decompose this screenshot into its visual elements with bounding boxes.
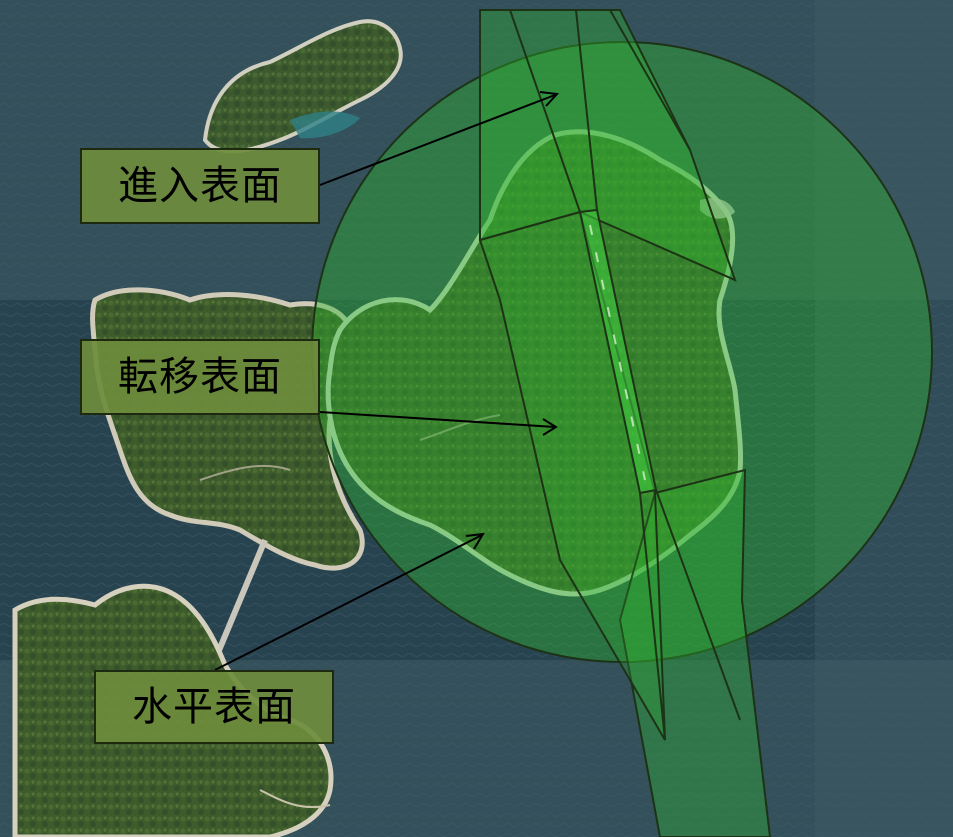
transition-leader-line <box>319 411 556 428</box>
approach-arrowhead <box>539 91 560 107</box>
bridge <box>212 538 268 662</box>
surface-edge-line-2 <box>575 9 598 211</box>
surface-edge-line-1 <box>509 9 581 213</box>
approach-leader-line <box>319 94 556 186</box>
horizontal-surface-label: 水平表面 <box>94 670 334 744</box>
leader-arrows <box>214 91 560 671</box>
north-islet <box>202 19 403 154</box>
surface-edge-line-4 <box>655 489 741 721</box>
horizontal-arrowhead <box>465 532 485 550</box>
transition-surface-label: 転移表面 <box>80 339 320 415</box>
surface-edge-line-5 <box>609 9 691 151</box>
surface-edge-line-3 <box>639 492 666 741</box>
transition-arrowhead <box>542 418 558 436</box>
horizontal-leader-line <box>214 534 483 671</box>
approach-surface-label: 進入表面 <box>80 148 320 224</box>
